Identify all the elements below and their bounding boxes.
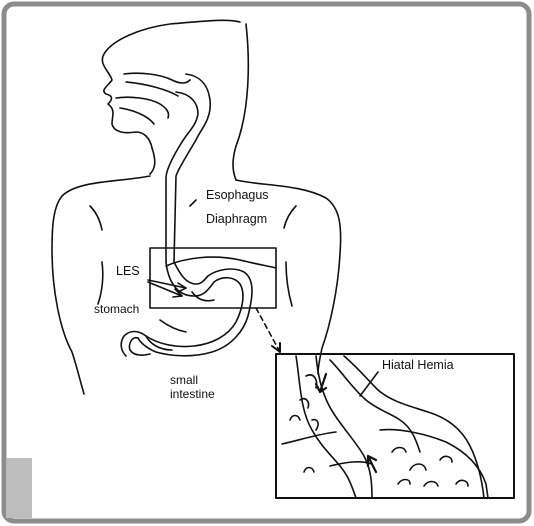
label-intestine: intestine [170, 388, 215, 402]
label-esophagus: Esophagus [206, 188, 269, 202]
stomach-left-wall [160, 320, 186, 332]
shoulder-left [52, 176, 150, 394]
neck-back [233, 24, 248, 180]
label-diaphragm: Diaphragm [206, 212, 267, 226]
esophagus-pointer [190, 200, 196, 206]
neck-front [150, 148, 155, 174]
label-stomach: stomach [94, 303, 139, 317]
armpit-right [286, 262, 292, 306]
head-outline [102, 20, 240, 148]
chest-line-left [90, 206, 102, 230]
oral-cavity [116, 97, 169, 124]
hiatal-hernia-pointer [360, 372, 378, 396]
label-les: LES [116, 264, 140, 278]
inset-detail [282, 356, 488, 498]
duodenum [121, 332, 150, 357]
pharynx-tube-inner [166, 92, 198, 262]
label-hiatal-hernia: Hiatal Hemia [382, 358, 454, 372]
chest-line-right [284, 206, 296, 228]
diaphragm-line [166, 257, 276, 268]
shoulder-right [236, 180, 341, 374]
pharynx-tube-outer [174, 74, 210, 262]
armpit-left [98, 262, 103, 304]
stomach-inner [146, 262, 243, 347]
label-small: small [170, 374, 198, 388]
zoom-dashed-arrow [256, 308, 280, 352]
